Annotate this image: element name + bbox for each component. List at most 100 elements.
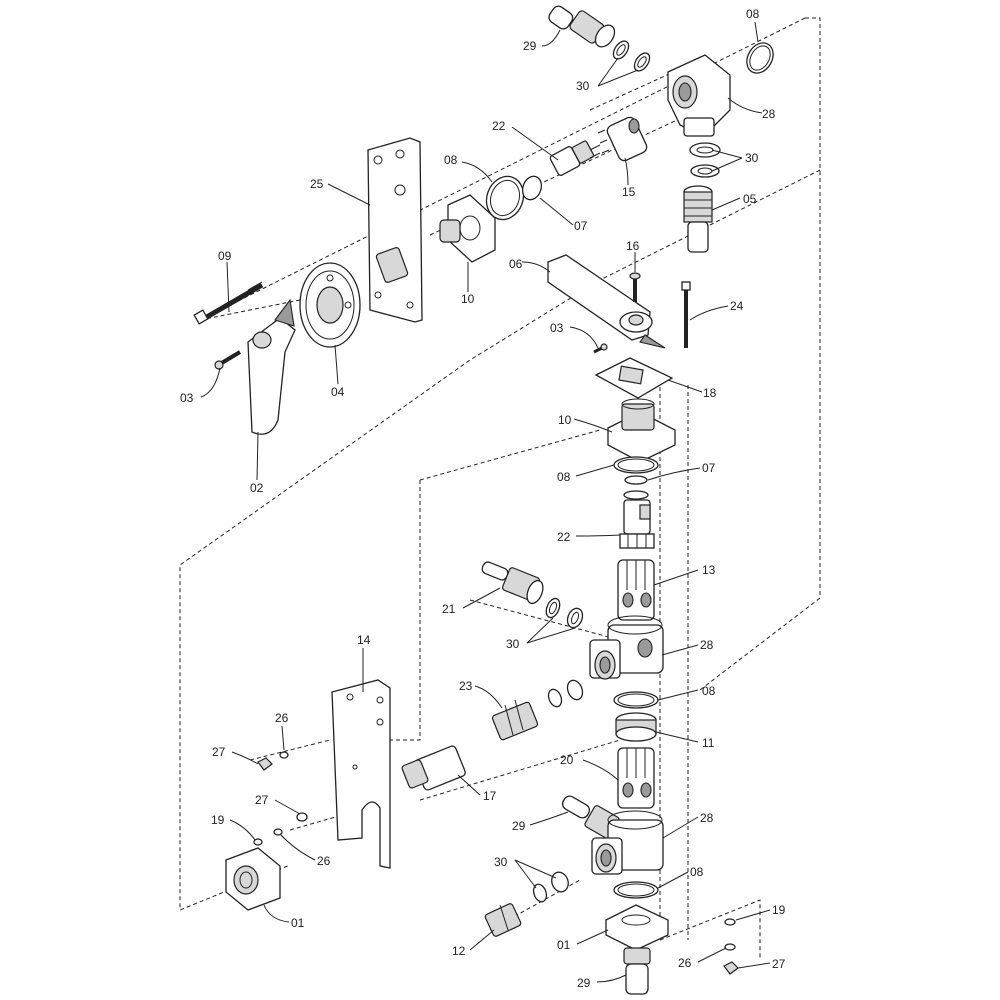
callout-07-col: 07 — [702, 461, 716, 475]
o-ring-07-col — [624, 475, 648, 485]
callout-03-left: 03 — [180, 391, 194, 405]
callout-17: 17 — [483, 789, 497, 803]
callout-23: 23 — [459, 679, 473, 693]
flange-10-mid — [439, 194, 496, 263]
callout-22-top: 22 — [492, 119, 506, 133]
flange-01-left — [225, 847, 281, 911]
stem-22-top — [549, 140, 601, 176]
callout-02: 02 — [250, 481, 264, 495]
callout-13: 13 — [702, 563, 716, 577]
nipple-05 — [683, 185, 713, 253]
flange-01-bottom — [605, 904, 669, 965]
rotor-13 — [617, 559, 655, 621]
rotor-20 — [617, 747, 655, 809]
callout-11: 11 — [702, 736, 715, 750]
screw-03-left — [214, 350, 242, 370]
assembly-axis-lines — [179, 17, 821, 960]
callout-16: 24 — [730, 299, 744, 313]
callout-30-top: 30 — [576, 79, 590, 93]
callout-20: 20 — [560, 753, 574, 767]
callout-21: 21 — [442, 602, 456, 616]
callout-29-lower: 29 — [512, 819, 526, 833]
flange-10-lower — [607, 398, 676, 463]
hose-barb-29-bottom — [625, 963, 649, 995]
bracket-14 — [331, 679, 391, 869]
washers-30-middle — [545, 597, 584, 629]
o-ring-08-top — [746, 42, 774, 74]
callout-26-left: 26 — [275, 711, 289, 725]
callout-18: 18 — [703, 386, 717, 400]
plate-18 — [594, 357, 674, 399]
callout-30-middle: 30 — [506, 637, 520, 651]
handle-02 — [247, 298, 296, 435]
o-ring-08-bottom — [613, 881, 659, 899]
washer-lower-b — [566, 679, 584, 701]
hose-barb-21 — [481, 561, 544, 605]
valve-body-28-top — [667, 54, 731, 137]
o-ring-07-mid — [521, 175, 543, 201]
bolt-09 — [193, 281, 264, 325]
washer-30-bottom-a — [532, 883, 548, 903]
nuts-19-26-27-right — [723, 918, 739, 975]
callout-27-left: 27 — [212, 745, 226, 759]
washers-30-right — [689, 142, 721, 178]
callout-19-right: 19 — [772, 903, 786, 917]
callout-27-right: 27 — [772, 957, 786, 971]
callout-24: 03 — [550, 321, 564, 335]
nuts-26-27-left — [253, 751, 308, 846]
callout-27-mid: 27 — [255, 793, 269, 807]
lever-06 — [547, 254, 666, 349]
washer-lower-a — [547, 688, 563, 708]
callout-01-bottom: 01 — [557, 938, 571, 952]
callout-08-col: 08 — [557, 470, 571, 484]
callout-10-lower: 10 — [558, 413, 572, 427]
hose-barb-29-top — [548, 5, 616, 48]
disc-04 — [299, 262, 361, 348]
callout-08-mid: 08 — [444, 153, 458, 167]
valve-body-28-middle — [589, 615, 664, 680]
screw-03-right — [629, 272, 641, 302]
o-ring-08-mid — [485, 175, 525, 221]
mounting-plate-25 — [367, 137, 423, 323]
callout-08-middle: 08 — [702, 684, 716, 698]
bolt-16 — [681, 281, 691, 348]
callout-10-mid: 10 — [461, 292, 475, 306]
leader-lines — [200, 21, 771, 983]
callout-30-right: 30 — [745, 151, 759, 165]
screw-24 — [593, 343, 608, 354]
adapter-17 — [401, 745, 466, 791]
callout-22-lower: 22 — [557, 530, 571, 544]
washer-30-bottom-b — [551, 871, 569, 893]
callout-03-right: 16 — [626, 239, 640, 253]
callout-30-bottom: 30 — [494, 855, 508, 869]
callout-28-lower: 28 — [700, 811, 714, 825]
valve-body-28-lower — [591, 810, 664, 875]
callout-01-left: 01 — [291, 916, 305, 930]
washers-30-top — [612, 40, 651, 72]
callout-14: 14 — [357, 633, 371, 647]
nipple-23 — [491, 699, 539, 741]
callout-09: 09 — [218, 249, 232, 263]
callout-05: 05 — [743, 192, 757, 206]
callout-15: 15 — [622, 185, 636, 199]
callout-12: 12 — [452, 944, 466, 958]
callout-26-mid: 26 — [317, 854, 331, 868]
callout-labels: 29 08 30 28 22 30 08 25 15 05 07 10 09 0… — [180, 7, 786, 990]
callout-06: 06 — [509, 257, 523, 271]
callout-04: 04 — [331, 385, 345, 399]
plug-12 — [484, 903, 522, 937]
seat-11 — [615, 712, 657, 742]
rotor-15 — [597, 116, 648, 162]
callout-28-top: 28 — [762, 107, 776, 121]
stem-22-lower — [619, 499, 655, 549]
callout-07-mid: 07 — [574, 219, 588, 233]
callout-08-top: 08 — [746, 7, 760, 21]
callout-26-right: 26 — [678, 956, 692, 970]
callout-28-middle: 28 — [700, 638, 714, 652]
callout-19-left: 19 — [211, 813, 225, 827]
callout-08-bottom: 08 — [690, 865, 704, 879]
callout-29-bottom: 29 — [577, 976, 591, 990]
callout-25: 25 — [310, 177, 324, 191]
